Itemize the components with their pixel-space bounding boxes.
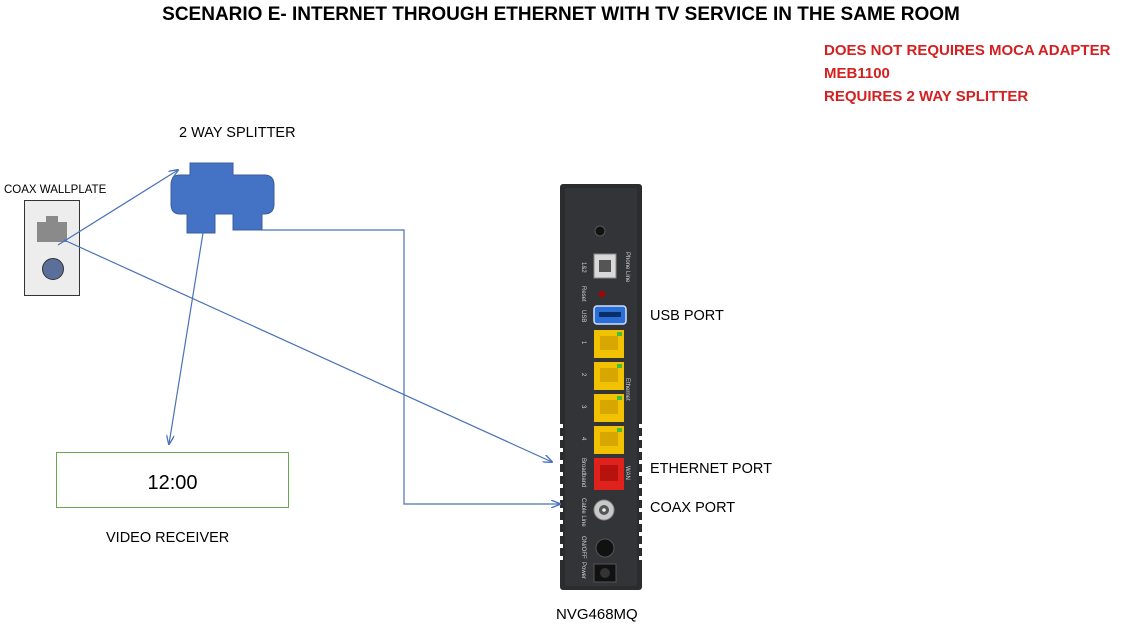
device-label-on-off: ON/OFF (580, 536, 586, 559)
lan-port-4 (594, 426, 624, 454)
ethernet-port-label: ETHERNET PORT (650, 461, 772, 477)
note-requires-splitter: REQUIRES 2 WAY SPLITTER (824, 88, 1029, 105)
device-label-usb: USB (580, 310, 586, 322)
note-no-moca: DOES NOT REQUIRES MOCA ADAPTER (824, 42, 1111, 59)
wire-wallplate-to-ethernet-port (63, 239, 552, 462)
splitter-label: 2 WAY SPLITTER (179, 125, 296, 141)
gateway-model-label: NVG468MQ (556, 606, 638, 623)
lan-port-3 (594, 394, 624, 422)
video-receiver-label: VIDEO RECEIVER (106, 530, 230, 546)
video-receiver (56, 452, 289, 508)
device-label-1-2: 1&2 (580, 262, 586, 273)
wallplate-coax-connector (42, 258, 64, 280)
device-label-ethernet: Ethernet (624, 378, 630, 401)
nvg468mq-gateway: 1&2 Reset USB 1 2 3 4 Broadband Cable Li… (557, 184, 645, 590)
page-title: SCENARIO E- INTERNET THROUGH ETHERNET WI… (162, 4, 960, 25)
note-meb1100: MEB1100 (824, 65, 890, 82)
video-receiver-display: 12:00 (147, 472, 198, 494)
device-label-cable-line: Cable Line (580, 498, 586, 527)
lan-port-1 (594, 330, 624, 358)
two-way-splitter (170, 162, 275, 234)
device-label-power: Power (580, 562, 586, 579)
wire-splitter-to-receiver (169, 232, 204, 444)
lan-port-2 (594, 362, 624, 390)
reset-button (599, 291, 605, 297)
device-label-wan: WAN (624, 466, 630, 480)
top-screw (594, 225, 606, 237)
device-label-reset: Reset (580, 286, 586, 302)
wire-splitter-to-coax-port (262, 229, 560, 504)
device-label-phone-line: Phone Line (624, 252, 630, 283)
wallplate-ethernet-jack-tab (46, 216, 58, 224)
wan-ethernet-port (594, 458, 624, 490)
power-switch (595, 538, 615, 558)
device-label-port-3: 3 (580, 405, 586, 409)
wallplate-label: COAX WALLPLATE (4, 184, 107, 196)
device-label-port-1: 1 (580, 341, 586, 345)
coax-port-connector (593, 499, 615, 521)
device-label-port-4: 4 (580, 437, 586, 441)
coax-port-label: COAX PORT (650, 500, 736, 516)
wire-wallplate-to-splitter (57, 170, 178, 246)
wallplate-ethernet-jack (37, 222, 67, 242)
device-label-broadband: Broadband (580, 458, 586, 487)
device-label-port-2: 2 (580, 373, 586, 377)
usb-port-label: USB PORT (650, 308, 724, 324)
